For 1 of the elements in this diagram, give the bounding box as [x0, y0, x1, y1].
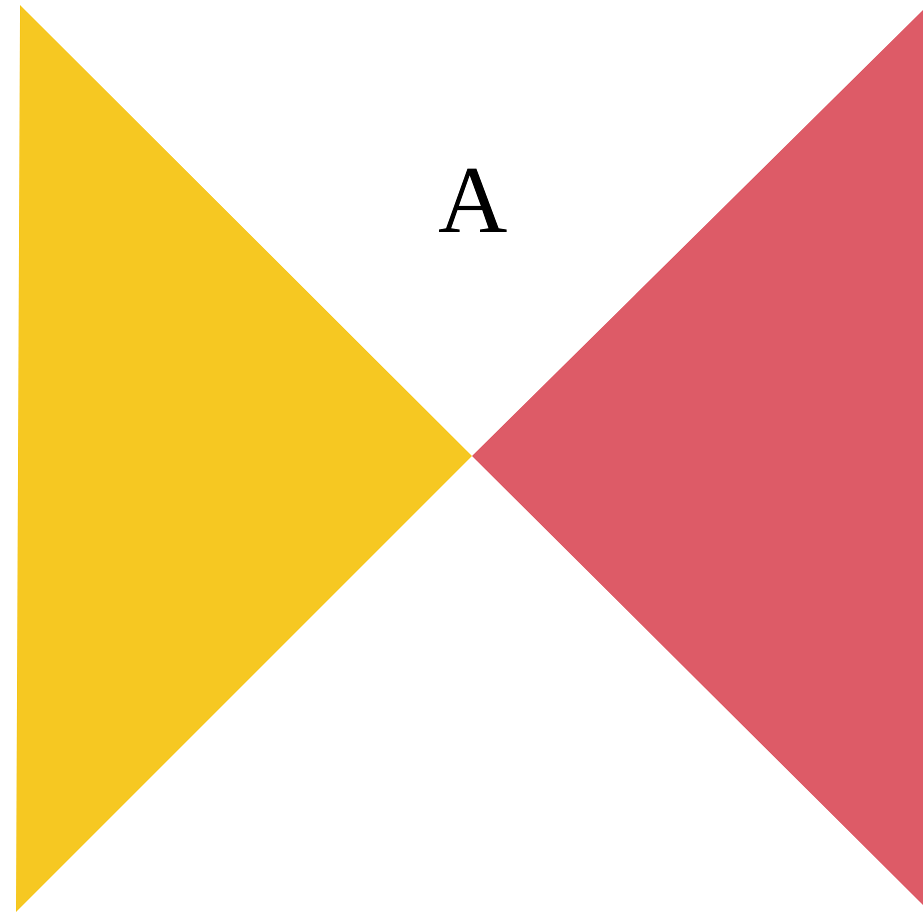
panel-letter: A	[438, 152, 508, 248]
